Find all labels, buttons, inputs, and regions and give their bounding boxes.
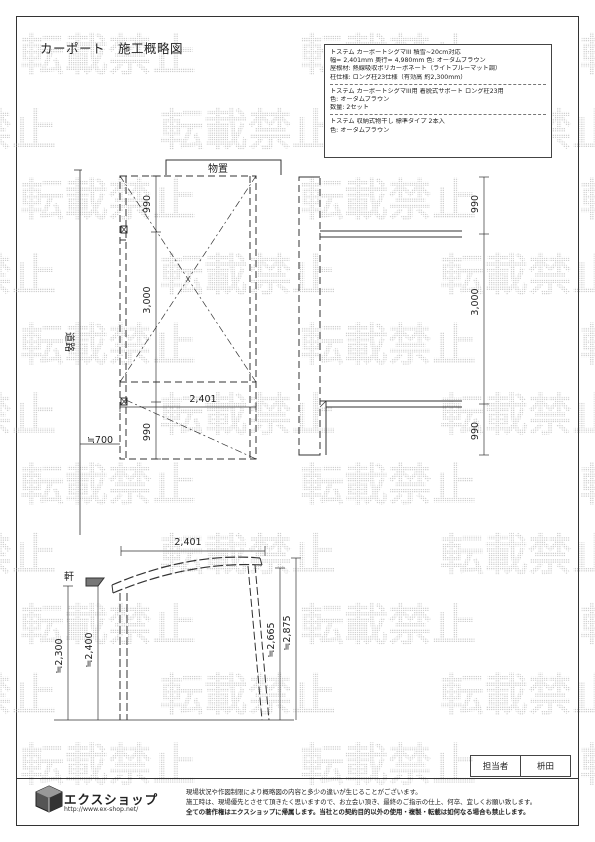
elev-dim-2400: ≒2,400: [84, 632, 95, 667]
plan-view: 物置 990 3,000 990 2,401: [63, 159, 282, 535]
spec-line: 幅= 2,401mm 奥行= 4,980mm 色: オータムブラウン: [330, 57, 486, 65]
sign-label: 担当者: [471, 756, 521, 776]
footer: [16, 778, 579, 826]
elev-dim-2875: ≒2,875: [282, 615, 293, 650]
storage-label: 物置: [208, 162, 228, 175]
plan-dim-width: 2,401: [189, 394, 216, 405]
carport-roof-outline: [119, 175, 257, 460]
sign-name: 枡田: [536, 762, 554, 772]
footer-note: 現場状況や作図制限により概略図の内容と多少の違いが生じることがございます。: [186, 788, 422, 796]
post-marker: [120, 225, 128, 234]
spec-separator: [330, 83, 546, 85]
footer-notes: 現場状況や作図制限により概略図の内容と多少の違いが生じることがございます。 施工…: [186, 787, 536, 817]
spec-line: トステム 収納式物干し 標準タイプ 2本入: [330, 118, 445, 126]
elev-dim-2300: ≒2,300: [54, 638, 65, 673]
elevation-view: 2,401 軒 ≒2,300 ≒2,400 ≒2,665 ≒2,875: [54, 537, 301, 721]
spec-line: トステム カーポートシグマIII用 着脱式サポート ロング柱23用: [330, 87, 504, 95]
curved-roof: [112, 563, 263, 594]
brace-line: [125, 399, 257, 460]
brand-name: エクスショップ: [64, 792, 159, 807]
elev-dim-2665: ≒2,665: [266, 622, 277, 657]
spec-separator: [330, 114, 546, 116]
storage-outline: [165, 159, 282, 175]
post-marker: [120, 397, 128, 406]
road-label: 道路: [63, 332, 76, 352]
spec-line: 柱仕様: ロング柱23仕様（有効高 約2,300mm）: [330, 73, 467, 81]
spec-line: 屋根材: 熱線吸収ポリカーボネート（ライトブルーマット調）: [330, 65, 502, 73]
side-view: 990 3,000 990: [298, 176, 489, 456]
plan-dim-bottom: 990: [142, 423, 153, 441]
plan-dim-middle: 3,000: [142, 286, 153, 313]
spec-line: 色: オータムブラウン: [330, 126, 390, 134]
side-dim-top: 990: [470, 195, 481, 213]
elev-dim-width: 2,401: [174, 537, 201, 548]
person-in-charge-box: 担当者 枡田: [470, 755, 571, 777]
eave-label: 軒: [64, 571, 74, 583]
side-dim-bottom: 990: [470, 422, 481, 440]
side-dim-middle: 3,000: [470, 288, 481, 315]
spec-box: トステム カーポートシグマIII 積雪~20cm対応 幅= 2,401mm 奥行…: [324, 44, 552, 158]
drawing-sheet: [16, 16, 579, 826]
page-title: カーポート 施工概略図: [40, 41, 184, 56]
plan-dim-offset: ≒700: [87, 435, 113, 446]
footer-note: 施工時は、現場優先とさせて頂きたく思いますので、お立会い頂き、最終のご指示の仕上…: [186, 798, 537, 806]
ex-shop-logo-icon: [35, 785, 63, 813]
spec-line: トステム カーポートシグマIII 積雪~20cm対応: [330, 49, 461, 56]
spec-line: 数量: 2セット: [330, 104, 369, 112]
storage-side: [298, 176, 321, 456]
brace-line: [119, 175, 257, 383]
support-bracket: [320, 400, 327, 455]
spec-line: 色: オータムブラウン: [330, 96, 390, 104]
curved-roof: [111, 556, 261, 586]
footer-note: 全ての著作権はエクスショップに帰属します。当社との契約目的以外の使用・複製・転載…: [186, 808, 530, 816]
plan-dim-top: 990: [142, 195, 153, 213]
eave-shape: [85, 577, 105, 587]
post-rear: [247, 565, 263, 721]
brand-url[interactable]: http://www.ex-shop.net/: [64, 806, 139, 813]
